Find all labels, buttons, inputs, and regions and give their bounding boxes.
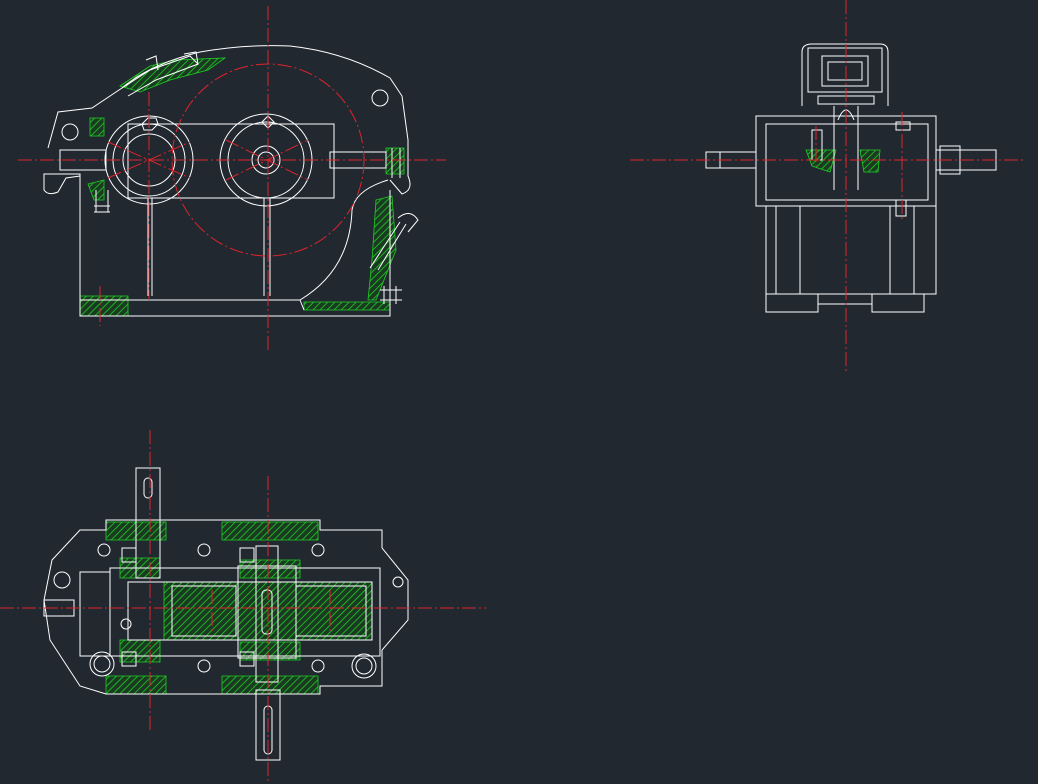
side-view-hatch bbox=[805, 149, 881, 173]
front-view-hatch bbox=[79, 57, 405, 317]
pitch-circle bbox=[171, 63, 365, 257]
side-view bbox=[630, 0, 1024, 372]
front-housing-outline bbox=[43, 173, 81, 316]
top-view bbox=[0, 430, 486, 784]
side-foot-left bbox=[765, 293, 819, 313]
side-foot-right bbox=[871, 293, 925, 313]
top-view-centerlines bbox=[0, 430, 486, 784]
front-view bbox=[18, 6, 446, 350]
front-view-centerlines bbox=[18, 6, 446, 350]
top-housing-outline bbox=[43, 519, 409, 695]
top-input-shaft bbox=[135, 467, 161, 579]
side-view-centerlines bbox=[630, 0, 1024, 372]
top-output-shaft bbox=[255, 689, 281, 761]
